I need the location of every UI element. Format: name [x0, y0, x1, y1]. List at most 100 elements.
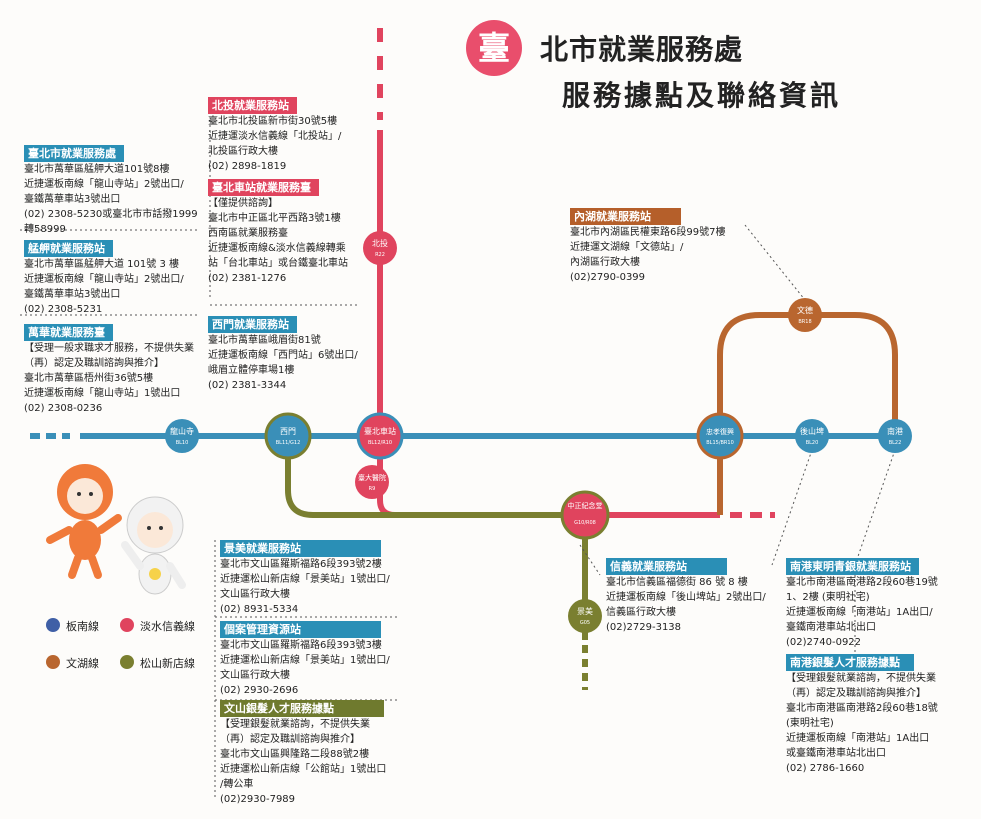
office-transit: 近捷運板南線「西門站」6號出口/ — [208, 350, 358, 361]
office-phone: (02) 2381-3344 — [208, 380, 287, 391]
station-taipei-main[interactable]: 臺北車站 BL12/R10 — [356, 412, 404, 460]
station-code: BL11/G12 — [276, 440, 301, 446]
station-wende[interactable]: 文德 BR18 — [788, 298, 822, 332]
station-label: 北投 — [372, 238, 388, 248]
office-transit: 近捷運板南線「南港站」1A出口 — [786, 733, 930, 744]
office-note: （再）認定及職訓諮詢與推介】 — [24, 358, 164, 369]
office-transit: 近捷運板南線&淡水信義線轉乘 — [208, 243, 346, 254]
station-label: 文德 — [797, 305, 813, 315]
office-transit: 峨眉立體停車場1樓 — [208, 365, 295, 376]
connector-dotted — [579, 544, 601, 576]
office-nangang-senior: 南港銀髮人才服務據點 【受理銀髮就業諮詢，不提供失業 （再）認定及職訓諮詢與推介… — [786, 654, 938, 776]
office-phone: 轉58999 — [24, 224, 66, 235]
office-jingmei: 景美就業服務站 臺北市文山區羅斯福路6段393號2樓 近捷運松山新店線「景美站」… — [220, 540, 390, 617]
page-subtitle: 服務據點及聯絡資訊 — [562, 79, 842, 112]
office-title: 文山銀髮人才服務據點 — [220, 700, 384, 717]
office-title: 內湖就業服務站 — [570, 208, 681, 225]
office-transit: 近捷運文湖線「文德站」/ — [570, 242, 684, 253]
wenhu-line — [717, 312, 898, 515]
office-address: 臺北市文山區羅斯福路6段393號2樓 — [220, 559, 382, 570]
office-transit: 內湖區行政大樓 — [570, 257, 640, 268]
office-transit: 或臺鐵南港車站北出口 — [786, 748, 886, 759]
station-code: BR18 — [798, 319, 811, 325]
office-transit: 近捷運板南線「龍山寺站」1號出口 — [24, 388, 181, 399]
songshan-xindian-line — [285, 436, 570, 518]
office-xinyi: 信義就業服務站 臺北市信義區福德街 86 號 8 樓 近捷運板南線「後山埤站」2… — [606, 558, 766, 635]
tamsui-line-swatch-icon — [120, 618, 134, 632]
office-title: 西門就業服務站 — [208, 316, 297, 333]
station-label: 臺大醫院 — [358, 473, 386, 482]
office-title: 臺北車站就業服務臺 — [208, 179, 319, 196]
station-longshan[interactable]: 龍山寺 BL10 — [165, 419, 199, 453]
office-phone: (02) 2898-1819 — [208, 161, 287, 172]
office-transit: 近捷運板南線「南港站」1A出口/ — [786, 607, 933, 618]
office-note: 【受理銀髮就業諮詢，不提供失業 — [220, 719, 370, 730]
office-transit: 近捷運松山新店線「景美站」1號出口/ — [220, 655, 390, 666]
office-case-mgmt: 個案管理資源站 臺北市文山區羅斯福路6段393號3樓 近捷運松山新店線「景美站」… — [220, 621, 390, 698]
office-address: 臺北市南港區南港路2段60巷18號 — [786, 703, 938, 714]
office-address: 臺北市內湖區民權東路6段99號7樓 — [570, 227, 726, 238]
office-address: 臺北市文山區羅斯福路6段393號3樓 — [220, 640, 382, 651]
station-nangang[interactable]: 南港 BL22 — [878, 419, 912, 453]
office-note: 【受理一般求職求才服務，不提供失業 — [24, 343, 194, 354]
office-transit: 近捷運板南線「後山埤站」2號出口/ — [606, 592, 766, 603]
office-transit: 近捷運松山新店線「公館站」1號出口 — [220, 764, 387, 775]
office-address: 1、2樓 (東明社宅) — [786, 592, 870, 603]
office-title: 萬華就業服務臺 — [24, 324, 113, 341]
office-phone: (02) 2786-1660 — [786, 763, 865, 774]
office-phone: (02) 2308-0236 — [24, 403, 103, 414]
office-transit: /轉公車 — [220, 779, 254, 790]
office-address: 臺北市南港區南港路2段60巷19號 — [786, 577, 938, 588]
office-transit: 臺鐵南港車站北出口 — [786, 622, 876, 633]
station-code: BL22 — [889, 440, 902, 446]
office-address: 臺北市信義區福德街 86 號 8 樓 — [606, 577, 748, 588]
legend-label: 板南線 — [66, 620, 99, 633]
office-phone: (02)2790-0399 — [570, 272, 646, 283]
office-wenshan-senior: 文山銀髮人才服務據點 【受理銀髮就業諮詢，不提供失業 （再）認定及職訓諮詢與推介… — [220, 700, 386, 807]
station-code: R9 — [369, 486, 376, 492]
office-transit: 近捷運淡水信義線「北投站」/ — [208, 131, 342, 142]
station-houshanpi[interactable]: 後山埤 BL20 — [795, 419, 829, 453]
office-phone: (02) 2308-5231 — [24, 304, 103, 315]
office-title: 景美就業服務站 — [220, 540, 381, 557]
station-code: R22 — [375, 252, 385, 258]
station-code: BL20 — [806, 440, 819, 446]
wenhu-line-swatch-icon — [46, 655, 60, 669]
office-address: 臺北市中正區北平西路3號1樓 — [208, 213, 341, 224]
office-neihu: 內湖就業服務站 臺北市內湖區民權東路6段99號7樓 近捷運文湖線「文德站」/ 內… — [570, 208, 725, 285]
station-label: 西門 — [280, 427, 296, 436]
office-mengjia: 艋舺就業服務站 臺北市萬華區艋舺大道 101號 3 樓 近捷運板南線「龍山寺站」… — [24, 240, 184, 317]
station-jingmei[interactable]: 景美 G05 — [568, 599, 602, 633]
station-cks[interactable]: 中正紀念堂 G10/R08 — [560, 490, 610, 540]
station-zhongxiao[interactable]: 忠孝復興 BL15/BR10 — [696, 412, 744, 460]
office-transit: 文山區行政大樓 — [220, 670, 290, 681]
office-beitou: 北投就業服務站 臺北市北投區新市街30號5樓 近捷運淡水信義線「北投站」/ 北投… — [208, 97, 341, 174]
office-transit: 北投區行政大樓 — [208, 146, 278, 157]
title-badge: 臺 — [466, 20, 522, 76]
office-phone: (02) 2308-5230或臺北市市話撥1999 — [24, 209, 198, 220]
office-note: （再）認定及職訓諮詢與推介】 — [220, 734, 360, 745]
office-address: 西南區就業服務臺 — [208, 228, 288, 239]
legend-label: 文湖線 — [66, 657, 99, 670]
station-code: G10/R08 — [574, 520, 596, 526]
office-taipei-station: 臺北車站就業服務臺 【僅提供諮詢】 臺北市中正區北平西路3號1樓 西南區就業服務… — [208, 179, 348, 286]
office-transit: 站「台北車站」或台鐵臺北車站 — [208, 258, 348, 269]
office-phone: (02)2930-7989 — [220, 794, 296, 805]
legend-label: 淡水信義線 — [140, 620, 195, 633]
station-ntuh[interactable]: 臺大醫院 R9 — [355, 465, 389, 499]
connector-dotted — [744, 224, 806, 301]
office-ximen: 西門就業服務站 臺北市萬華區峨眉街81號 近捷運板南線「西門站」6號出口/ 峨眉… — [208, 316, 358, 393]
station-label: 景美 — [577, 606, 593, 616]
office-address: 臺北市萬華區艋舺大道 101號 3 樓 — [24, 259, 179, 270]
station-code: G05 — [580, 620, 590, 626]
office-note: 【僅提供諮詢】 — [208, 198, 278, 209]
station-ximen[interactable]: 西門 BL11/G12 — [264, 412, 312, 460]
station-label: 龍山寺 — [170, 426, 194, 436]
station-beitou[interactable]: 北投 R22 — [363, 231, 397, 265]
office-taipei: 臺北市就業服務處 臺北市萬華區艋舺大道101號8樓 近捷運板南線「龍山寺站」2號… — [24, 145, 198, 237]
mascot-white-icon — [121, 496, 186, 595]
office-address: 臺北市萬華區峨眉街81號 — [208, 335, 321, 346]
office-transit: 近捷運松山新店線「景美站」1號出口/ — [220, 574, 390, 585]
office-transit: 文山區行政大樓 — [220, 589, 290, 600]
connector-dotted — [771, 449, 813, 566]
